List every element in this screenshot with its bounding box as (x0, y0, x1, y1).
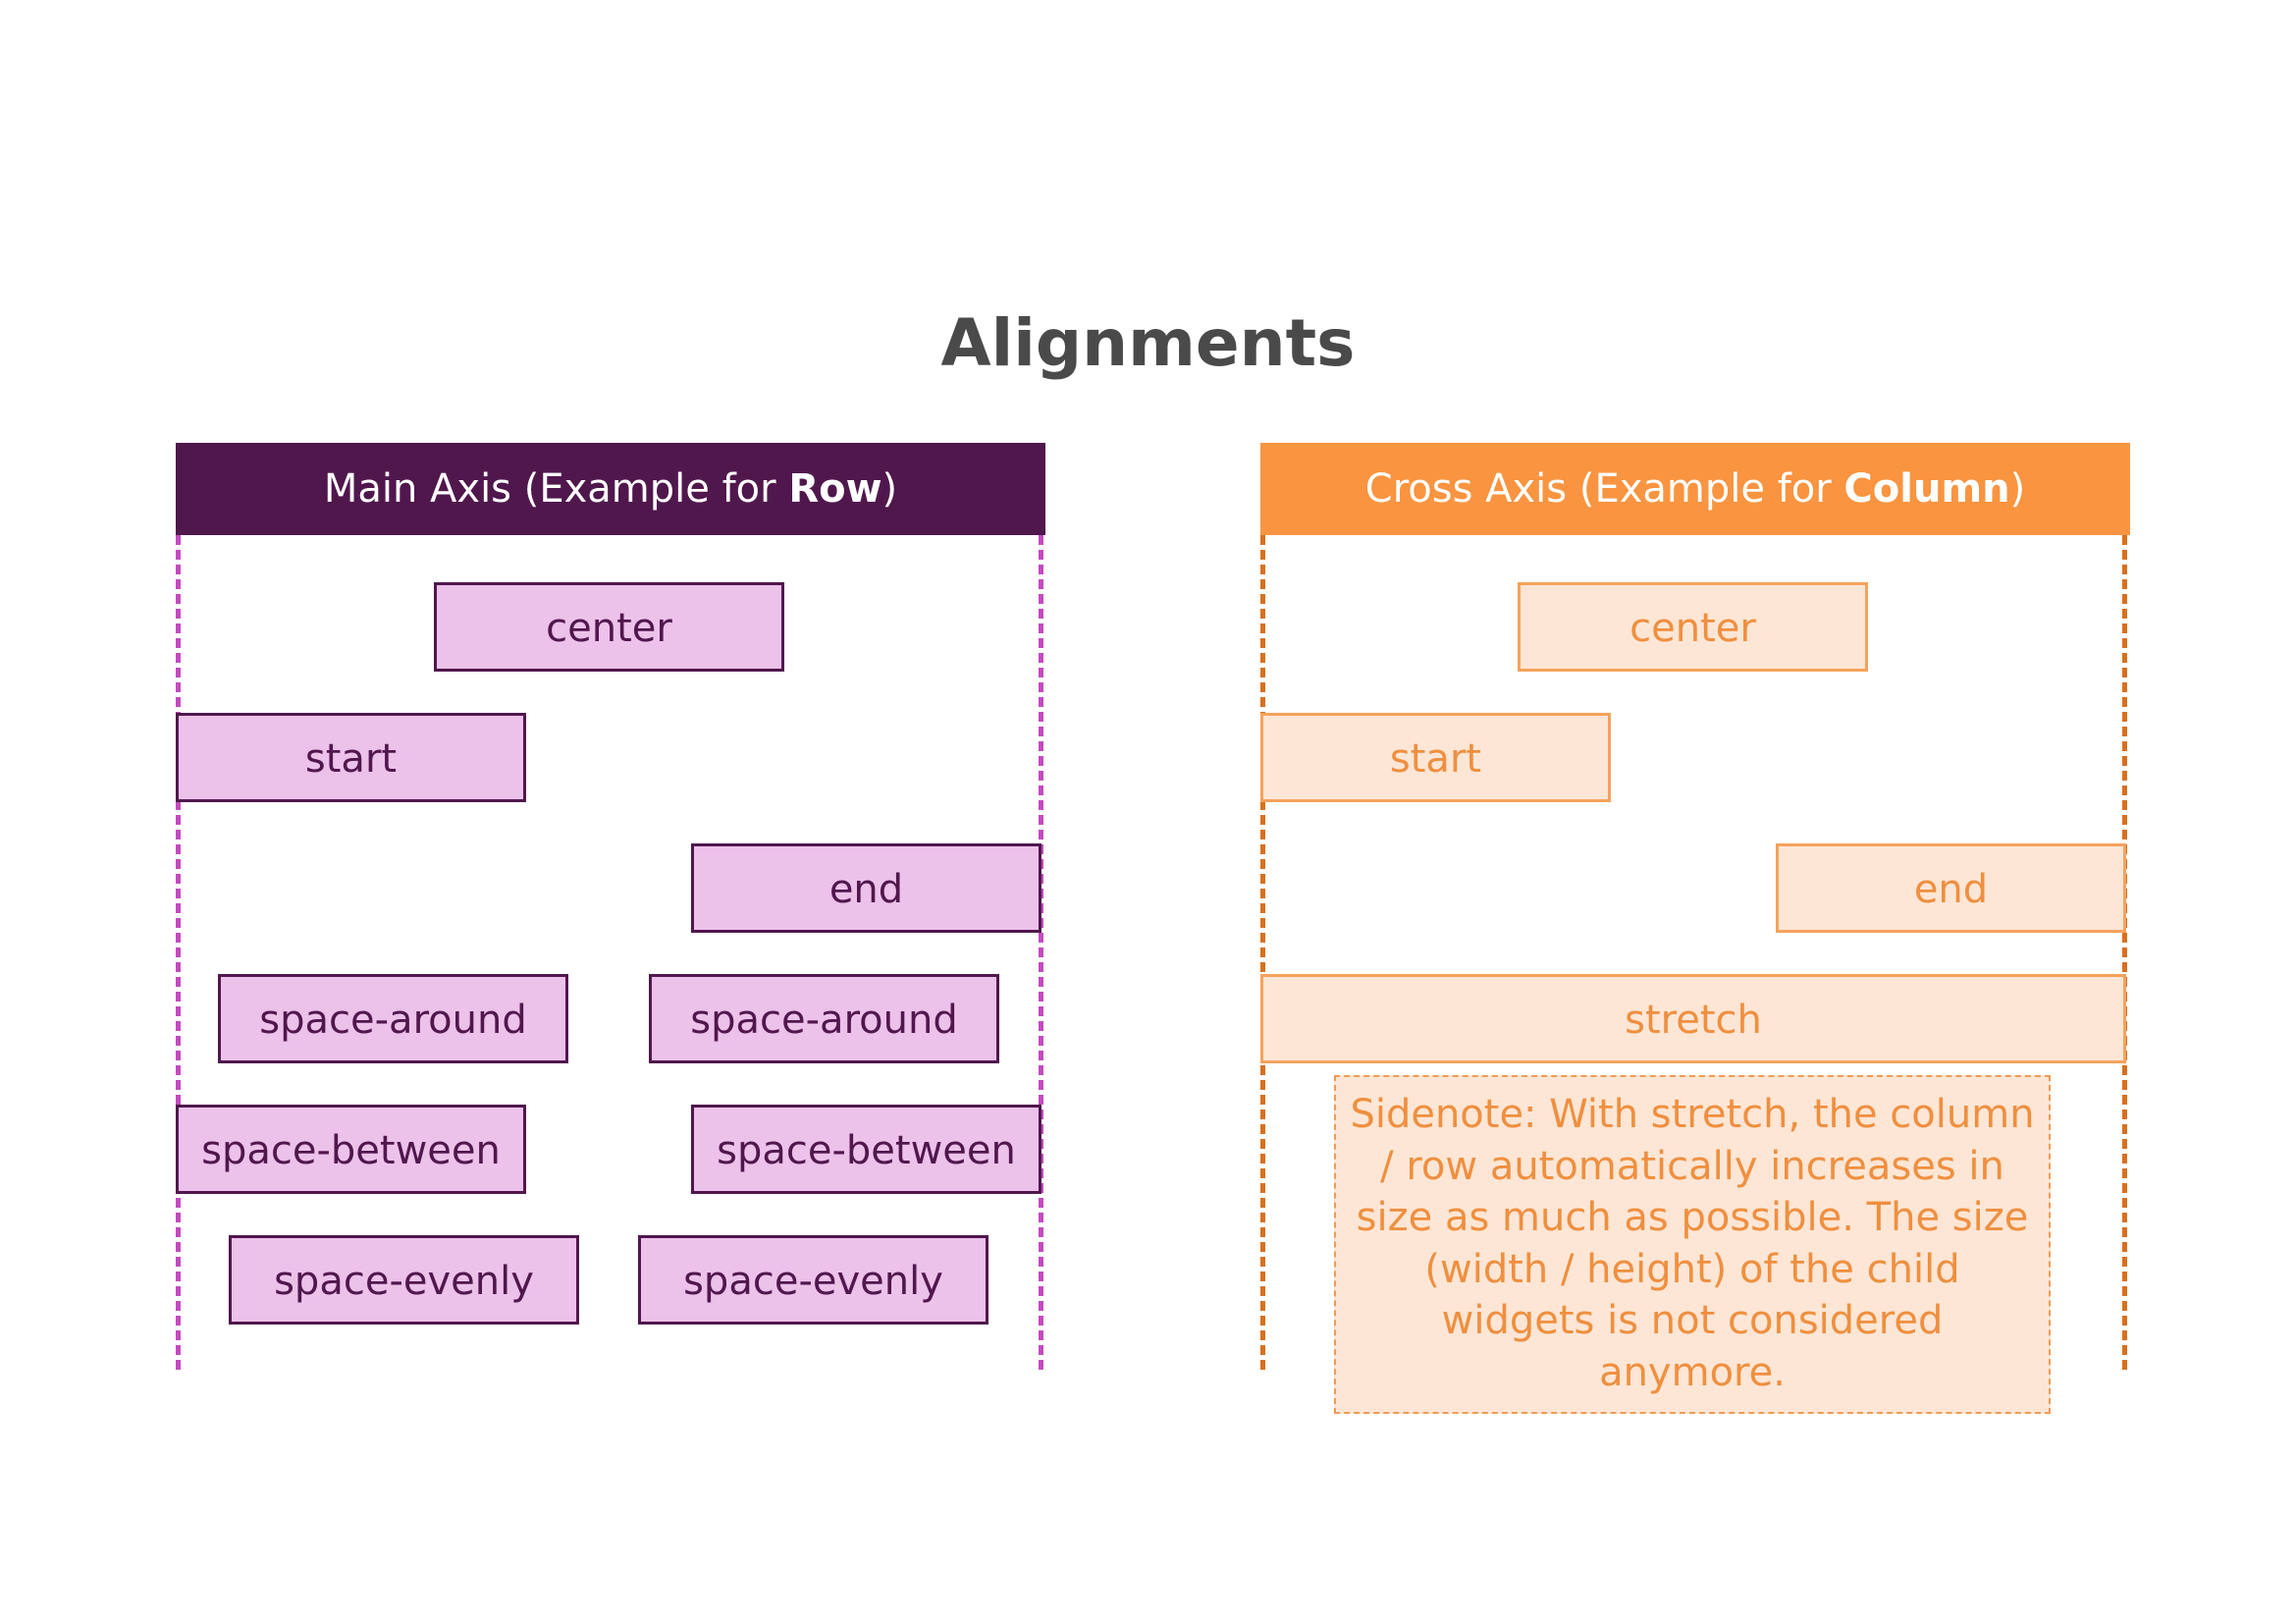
cross-axis-sidenote: Sidenote: With stretch, the column / row… (1334, 1075, 2051, 1414)
main-axis-left-guide (176, 535, 181, 1370)
main-box-space-around-1: space-around (218, 974, 568, 1063)
main-axis-header-prefix: Main Axis (Example for (323, 466, 789, 512)
cross-box-stretch: stretch (1260, 974, 2126, 1063)
main-box-end: end (691, 843, 1041, 933)
main-axis-right-guide (1039, 535, 1043, 1370)
main-box-space-between-2: space-between (691, 1105, 1041, 1194)
main-box-center: center (434, 582, 784, 672)
main-box-start: start (176, 713, 526, 802)
cross-axis-left-guide (1260, 535, 1265, 1370)
cross-box-end: end (1776, 843, 2126, 933)
cross-box-start: start (1260, 713, 1611, 802)
main-box-space-around-2: space-around (649, 974, 999, 1063)
cross-axis-right-guide (2122, 535, 2127, 1370)
cross-axis-header-suffix: ) (2009, 466, 2026, 512)
main-box-space-evenly-1: space-evenly (229, 1235, 579, 1325)
main-axis-header-bold: Row (788, 466, 882, 512)
main-axis-header-suffix: ) (881, 466, 898, 512)
main-box-space-between-1: space-between (176, 1105, 526, 1194)
diagram-title: Alignments (940, 305, 1356, 381)
cross-axis-header-bold: Column (1843, 466, 2010, 512)
cross-box-center: center (1518, 582, 1868, 672)
main-axis-header: Main Axis (Example for Row) (176, 443, 1045, 535)
main-box-space-evenly-2: space-evenly (638, 1235, 988, 1325)
cross-axis-header-prefix: Cross Axis (Example for (1364, 466, 1844, 512)
cross-axis-header: Cross Axis (Example for Column) (1260, 443, 2130, 535)
